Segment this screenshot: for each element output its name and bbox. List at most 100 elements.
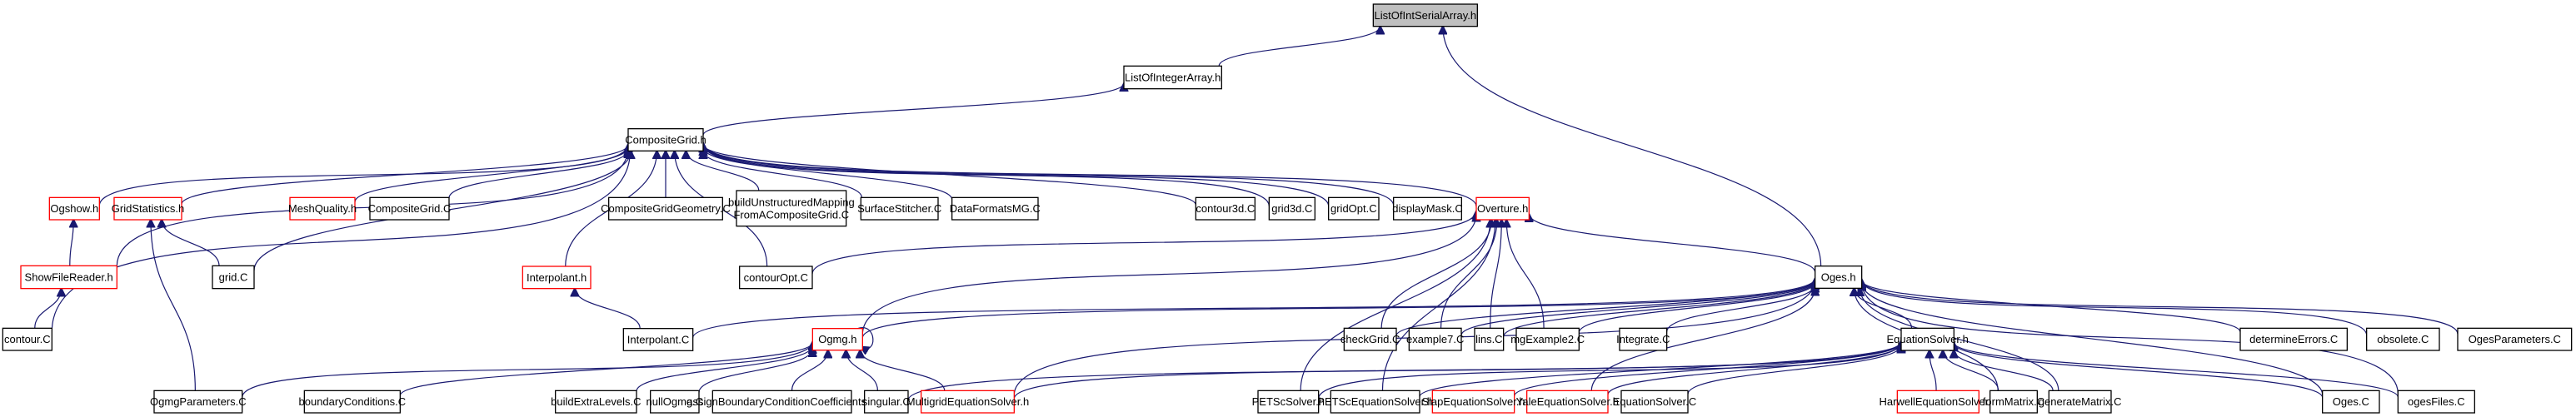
- node-box: [736, 190, 847, 227]
- node-singular-c[interactable]: singular.C: [862, 390, 911, 414]
- edges-layer: [34, 27, 2459, 401]
- node-ogesfiles-c[interactable]: ogesFiles.C: [2397, 390, 2475, 414]
- node-interpolant-h[interactable]: Interpolant.h: [522, 266, 592, 290]
- edge-ogmg-h-to-overture-h: [861, 214, 1476, 335]
- node-overture-h[interactable]: Overture.h: [1475, 196, 1530, 221]
- node-grid-c[interactable]: grid.C: [212, 265, 255, 290]
- node-assignboundaryconditioncoefficients-c[interactable]: assignBoundaryConditionCoefficients.C: [686, 390, 877, 414]
- node-box: [1328, 196, 1380, 221]
- node-formmatrix-c[interactable]: formMatrix.C: [1983, 390, 2044, 414]
- node-example7-c[interactable]: example7.C: [1406, 327, 1464, 351]
- edge-checkgrid-c-to-oges-h: [1395, 280, 1815, 336]
- node-petscsolver-h[interactable]: PETScSolver.h: [1252, 390, 1325, 414]
- edge-example7-c-to-overture-h: [1440, 220, 1497, 329]
- node-label: example7.C: [1406, 333, 1464, 345]
- node-listofintegerarray-h[interactable]: ListOfIntegerArray.h: [1123, 65, 1222, 90]
- node-box: [1896, 390, 1979, 414]
- node-lins-c[interactable]: lins.C: [1474, 327, 1505, 351]
- edge-formmatrix-c-to-equationsolver-h: [1943, 350, 1999, 391]
- node-box: [864, 390, 909, 414]
- node-checkgrid-c[interactable]: checkGrid.C: [1340, 327, 1400, 351]
- node-compositegrid-h[interactable]: CompositeGrid.h: [625, 128, 706, 151]
- node-box: [1257, 390, 1320, 414]
- node-box: [303, 390, 401, 414]
- node-compositegrid-c[interactable]: CompositeGrid.C: [368, 196, 452, 221]
- node-label: DataFormatsMG.C: [950, 202, 1041, 215]
- edge-boundaryconditions-c-to-ogmg-h: [399, 343, 812, 396]
- node-box: [369, 196, 450, 221]
- node-integrate-c[interactable]: Integrate.C: [1616, 327, 1670, 351]
- node-box: [2048, 390, 2112, 414]
- node-surfacestitcher-c[interactable]: SurfaceStitcher.C: [857, 196, 941, 221]
- node-box: [1372, 3, 1478, 27]
- node-box: [1619, 327, 1668, 351]
- node-harwellequationsolver-h[interactable]: HarwellEquationSolver.h: [1880, 390, 1998, 414]
- node-label: generateMatrix.C: [2039, 395, 2122, 408]
- node-label: formMatrix.C: [1983, 395, 2044, 408]
- edge-showfilereader-h-to-ogshow-h: [70, 220, 73, 266]
- node-compositegridgeometry-c[interactable]: CompositeGridGeometry.C: [601, 196, 731, 221]
- node-multigridequationsolver-h[interactable]: MultigridEquationSolver.h: [906, 390, 1029, 414]
- node-petscequationsolver-h[interactable]: PETScEquationSolver.h: [1317, 390, 1433, 414]
- edge-contour-c-to-compositegrid-h: [51, 151, 630, 332]
- node-boundaryconditions-c[interactable]: boundaryConditions.C: [299, 390, 407, 414]
- node-obsolete-c[interactable]: obsolete.C: [2366, 327, 2440, 351]
- edge-oges-h-to-listofintserialarray: [1443, 27, 1822, 266]
- node-slapequationsolver-h[interactable]: SlapEquationSolver.h: [1421, 390, 1525, 414]
- node-box: [1515, 327, 1580, 351]
- node-dataformatsmg-c[interactable]: DataFormatsMG.C: [950, 196, 1041, 221]
- node-label: mgExample2.C: [1510, 333, 1585, 345]
- edge-singular-c-to-ogmg-h: [846, 350, 879, 391]
- edge-petscequationsolver-h-to-equationsolver-h: [1419, 342, 1901, 397]
- node-label: CompositeGridGeometry.C: [601, 202, 731, 215]
- node-label: checkGrid.C: [1340, 333, 1400, 345]
- node-label: PETScEquationSolver.h: [1317, 395, 1433, 408]
- node-oges-c[interactable]: Oges.C: [2322, 390, 2380, 414]
- node-interpolant-c[interactable]: Interpolant.C: [622, 328, 694, 351]
- node-label: gridOpt.C: [1330, 202, 1377, 215]
- node-yaleequationsolver-h[interactable]: YaleEquationSolver.h: [1516, 390, 1619, 414]
- node-ogesparameters-c[interactable]: OgesParameters.C: [2457, 327, 2573, 351]
- node-ogmgparameters-c[interactable]: OgmgParameters.C: [150, 390, 247, 414]
- node-equationsolver-h[interactable]: EquationSolver.h: [1887, 327, 1969, 351]
- node-listofintserialarray-h[interactable]: ListOfIntSerialArray.h: [1372, 3, 1478, 27]
- edge-oges-c-to-equationsolver-h: [1954, 343, 2324, 398]
- node-box: [1123, 65, 1222, 90]
- nodes-layer: ListOfIntSerialArray.hListOfIntegerArray…: [2, 3, 2573, 414]
- node-label: contour3d.C: [1196, 202, 1255, 215]
- edge-contouropt-c-to-overture-h: [811, 211, 1476, 275]
- node-contouropt-c[interactable]: contourOpt.C: [739, 266, 813, 290]
- node-box: [951, 196, 1039, 221]
- node-label: Interpolant.C: [627, 334, 689, 346]
- node-label: contour.C: [4, 333, 51, 345]
- node-showfilereader-h[interactable]: ShowFileReader.h: [20, 265, 117, 290]
- node-determineerrors-c[interactable]: determineErrors.C: [2239, 327, 2348, 351]
- node-equationsolver-c[interactable]: EquationSolver.C: [1613, 390, 1696, 414]
- edge-assignbc-c-to-ogmg-h: [791, 350, 828, 391]
- node-contour-c[interactable]: contour.C: [2, 327, 52, 351]
- node-label: singular.C: [862, 395, 911, 408]
- node-box: [1408, 327, 1462, 351]
- node-meshquality-h[interactable]: MeshQuality.h: [288, 196, 357, 221]
- node-gridstatistics-h[interactable]: GridStatistics.h: [112, 196, 184, 221]
- node-displaymask-c[interactable]: displayMask.C: [1392, 196, 1463, 221]
- edge-contour-c-to-showfilereader-h: [34, 289, 62, 329]
- node-box: [1268, 196, 1315, 221]
- node-label: Oges.h: [1821, 271, 1856, 284]
- node-mgexample2-c[interactable]: mgExample2.C: [1510, 327, 1585, 351]
- node-grid3d-c[interactable]: grid3d.C: [1268, 196, 1315, 221]
- node-ogmg-h[interactable]: Ogmg.h: [811, 328, 863, 351]
- node-contour3d-c[interactable]: contour3d.C: [1195, 196, 1256, 221]
- node-label: GridStatistics.h: [112, 202, 184, 215]
- node-label: MultigridEquationSolver.h: [906, 395, 1029, 408]
- node-oges-h[interactable]: Oges.h: [1815, 266, 1863, 289]
- node-box: [739, 266, 813, 290]
- node-buildunstructuredmapping-fromacompositegrid-c[interactable]: buildUnstructuredMappingFromACompositeGr…: [728, 190, 855, 227]
- node-nullogmg-c[interactable]: nullOgmg.C: [646, 390, 704, 414]
- node-gridopt-c[interactable]: gridOpt.C: [1328, 196, 1380, 221]
- node-ogshow-h[interactable]: Ogshow.h: [48, 196, 100, 221]
- edge-oges-h-to-overture-h: [1529, 214, 1816, 273]
- node-label: EquationSolver.h: [1887, 333, 1969, 345]
- node-buildextralevels-c[interactable]: buildExtraLevels.C: [551, 390, 642, 414]
- node-generatematrix-c[interactable]: generateMatrix.C: [2039, 390, 2122, 414]
